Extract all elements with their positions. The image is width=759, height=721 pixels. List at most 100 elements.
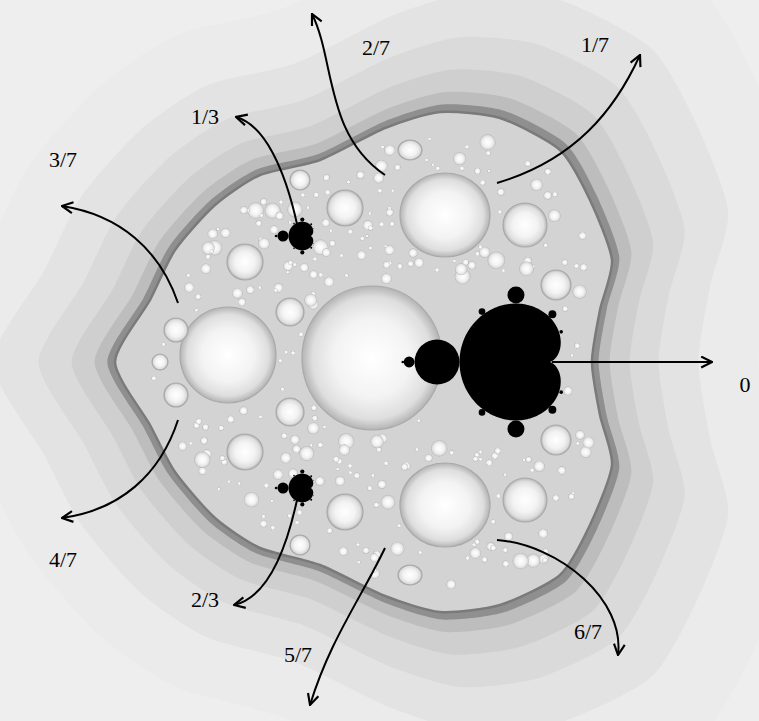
fatou-component-small	[232, 288, 243, 299]
fatou-component-small	[574, 263, 579, 268]
fatou-component-small	[495, 448, 501, 454]
fatou-component-small	[304, 294, 317, 307]
fatou-component	[503, 203, 547, 247]
fatou-component-small	[339, 547, 348, 556]
fatou-component-small	[186, 273, 190, 277]
fatou-component-small	[312, 415, 318, 421]
fatou-component-small	[558, 466, 566, 474]
mandelbrot-bulb	[312, 480, 314, 482]
fatou-component-small	[482, 557, 488, 563]
fatou-component-small	[238, 298, 246, 306]
fatou-component-small	[281, 433, 287, 439]
fatou-component-small	[475, 251, 480, 256]
angle-label: 0	[740, 373, 751, 397]
fatou-component-small	[349, 471, 352, 474]
fatou-component-small	[431, 440, 447, 456]
fatou-component-small	[297, 510, 302, 515]
fatou-component-small	[258, 238, 269, 249]
fatou-component-small	[314, 192, 319, 197]
mandelbrot-bulb	[559, 330, 563, 334]
fatou-component-small	[324, 277, 334, 287]
fatou-component-small	[418, 551, 422, 555]
fatou-component-small	[333, 456, 339, 462]
mandelbrot-cardioid	[460, 304, 561, 421]
fatou-component-small	[545, 168, 552, 175]
fatou-component-small	[318, 442, 324, 448]
angle-label: 1/3	[191, 105, 219, 129]
mandelbrot-bulb	[507, 421, 524, 438]
fatou-component-small	[151, 376, 156, 381]
mandelbrot-bulb	[401, 361, 404, 364]
fatou-component	[290, 170, 310, 190]
mandelbrot-bulb	[300, 502, 304, 506]
angle-label: 4/7	[49, 548, 77, 572]
fatou-component-small	[574, 343, 579, 348]
mandelbrot-bulb	[548, 310, 556, 318]
fatou-component-small	[455, 263, 467, 275]
fatou-component-small	[384, 461, 389, 466]
fatou-component-small	[523, 458, 526, 461]
fatou-component-small	[279, 200, 283, 204]
angle-label: 5/7	[284, 643, 312, 667]
fatou-component-small	[553, 495, 559, 501]
fatou-component-small	[378, 480, 387, 489]
fatou-component-small	[519, 261, 533, 275]
mandelbrot-bulb	[310, 475, 312, 477]
fatou-component	[164, 383, 188, 407]
fatou-component-small	[195, 308, 199, 312]
fatou-component-small	[291, 351, 295, 355]
fatou-component-small	[202, 242, 215, 255]
fatou-component-small	[189, 442, 192, 445]
fatou-component-small	[381, 145, 385, 149]
fatou-component-small	[486, 151, 491, 156]
fatou-component-small	[503, 548, 508, 553]
fatou-component-small	[428, 137, 431, 140]
fatou-component-small	[286, 271, 289, 274]
fatou-component-small	[260, 198, 267, 205]
mandelbrot-bulb	[275, 235, 278, 238]
fatou-component-small	[196, 418, 202, 424]
fatou-component-small	[210, 249, 214, 253]
fatou-component-small	[199, 467, 207, 475]
fatou-component-small	[348, 464, 352, 468]
fatou-component-small	[290, 435, 299, 444]
fatou-component-small	[260, 214, 264, 218]
mandelbrot-bulb	[275, 487, 278, 490]
fatou-component-small	[300, 263, 309, 272]
fatou-component-small	[319, 273, 323, 277]
fatou-component-small	[374, 502, 379, 507]
mandelbrot-bulb	[479, 308, 486, 315]
fatou-component-small	[299, 332, 304, 337]
fatou-component-small	[202, 424, 208, 430]
fatou-component-small	[417, 419, 420, 422]
fatou-component-small	[562, 259, 568, 265]
angle-label: 6/7	[574, 620, 602, 644]
fatou-component-small	[460, 166, 464, 170]
fatou-component-small	[220, 455, 225, 460]
fatou-component-small	[534, 461, 545, 472]
fatou-component-small	[544, 191, 552, 199]
fatou-component-small	[195, 294, 201, 300]
fatou-component-small	[264, 483, 269, 488]
fatou-component-small	[240, 206, 248, 214]
fatou-component-small	[498, 210, 502, 214]
fatou-component-small	[526, 457, 532, 463]
mandelbrot-bulb	[404, 357, 415, 368]
fatou-component-small	[465, 145, 469, 149]
fatou-component-small	[260, 520, 267, 527]
fatou-component-small	[542, 558, 547, 563]
mandelbrot-bulb	[300, 218, 304, 222]
mandelbrot-bulb	[278, 231, 289, 242]
fatou-component-small	[389, 221, 394, 226]
fatou-component	[164, 318, 188, 342]
fatou-component-small	[472, 543, 476, 547]
fatou-component-small	[194, 452, 210, 468]
fatou-component-small	[425, 158, 428, 161]
fatou-component-small	[370, 435, 383, 448]
fatou-component-small	[274, 289, 278, 293]
mandelbrot-cardioid	[289, 474, 314, 503]
fatou-component-small	[205, 254, 210, 259]
fatou-component-small	[525, 161, 531, 167]
external-rays	[62, 14, 712, 705]
